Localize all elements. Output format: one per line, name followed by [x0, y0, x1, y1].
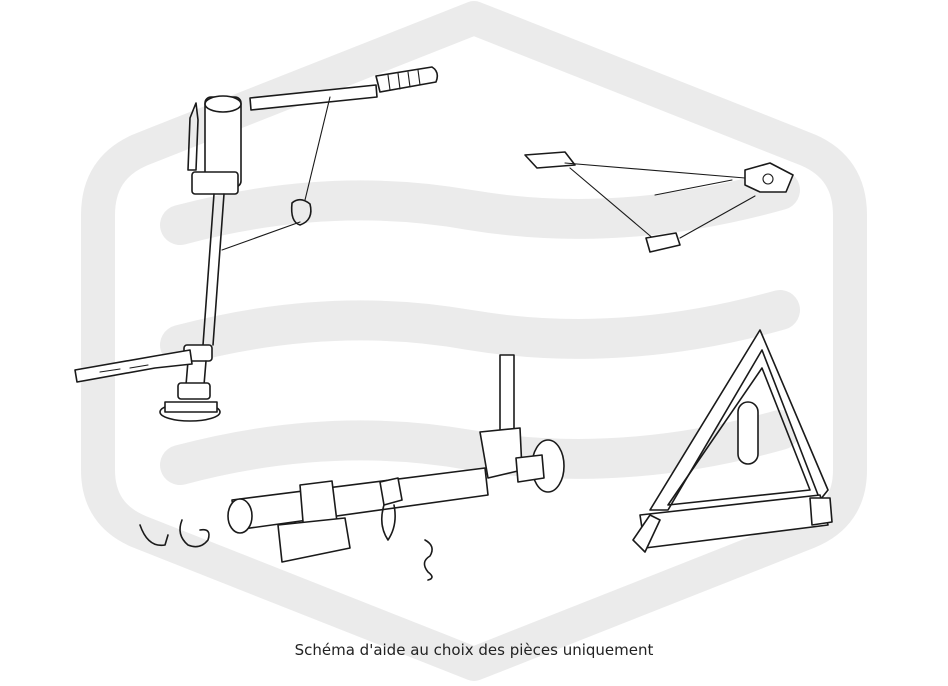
clips-drawing: [139, 519, 433, 581]
jack-drawing: [74, 95, 301, 422]
caption: Schéma d'aide au choix des pièces unique…: [294, 641, 654, 659]
wheel-brace-drawing: [524, 151, 794, 253]
hook-rod-drawing: [227, 354, 565, 563]
warning-triangle-drawing: [632, 329, 833, 553]
watermark-logo: [81, 1, 867, 681]
jack-handle-drawing: [249, 66, 439, 226]
